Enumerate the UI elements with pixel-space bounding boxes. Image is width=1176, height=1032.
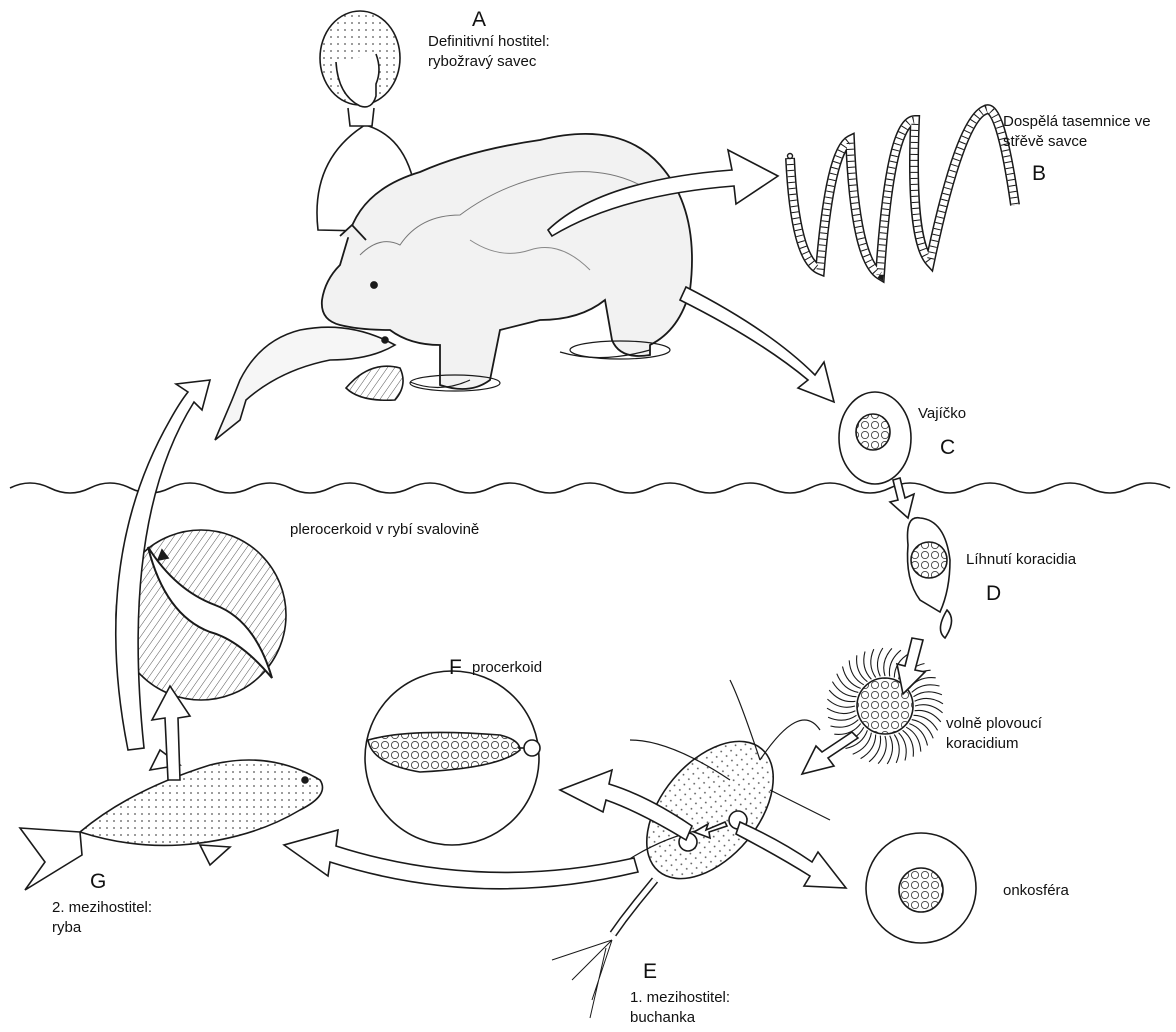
coracidium-label-line1: volně plovoucí [946,714,1042,733]
egg-icon [839,392,911,484]
hatching-egg-icon [908,518,952,638]
cilium [877,648,882,676]
cilium [828,715,856,720]
stage-a-letter: A [472,8,486,32]
stage-e-label-line1: 1. mezihostitel: [630,988,730,1007]
oncosphere-label: onkosféra [1003,881,1069,900]
cilium [915,705,943,713]
cilium [887,736,892,764]
stage-g-label-line1: 2. mezihostitel: [52,898,152,917]
cilium [914,692,942,697]
stage-f-label: procerkoid [472,658,542,677]
cilium [899,733,907,761]
plerocercoid-label: plerocerkoid v rybí svalovině [290,520,479,539]
stage-b-letter: B [1032,162,1046,186]
stage-b-label-line1: Dospělá tasemnice ve [1003,112,1151,131]
cilium [878,736,886,764]
cilium [857,655,868,681]
stage-d-letter: D [986,582,1001,606]
stage-c-label: Vajíčko [918,404,966,423]
stage-a-label-line1: Definitivní hostitel: [428,32,550,51]
cilium [912,720,934,739]
stage-c-letter: C [940,436,955,460]
cilium [827,708,855,713]
cilium [864,652,872,680]
tapeworm-icon [788,109,1016,275]
cilium [834,724,860,735]
stage-e-letter: E [643,960,657,984]
cilium [827,699,855,707]
stage-g-label-line2: ryba [52,918,81,937]
stage-e-label-line2: buchanka [630,1008,695,1027]
cilium [831,720,859,728]
coracidium-label-line2: koracidium [946,734,1019,753]
water-surface-icon [10,483,1170,493]
cilium [837,674,859,693]
cilium [884,648,892,676]
cilium [894,735,899,763]
cilium [871,649,876,677]
cilium [903,730,914,756]
stage-b-label-line2: střěvě savce [1003,132,1087,151]
stage-d-label: Líhnutí koracidia [966,550,1076,569]
oncosphere-icon [866,833,976,943]
procercoid-icon [365,671,540,845]
salmon-icon [215,327,403,440]
cilium [915,698,943,703]
cilium [912,685,940,693]
stage-f-letter: F [449,656,462,680]
stage-g-letter: G [90,870,106,894]
stage-a-label-line2: rybožravý savec [428,52,536,71]
